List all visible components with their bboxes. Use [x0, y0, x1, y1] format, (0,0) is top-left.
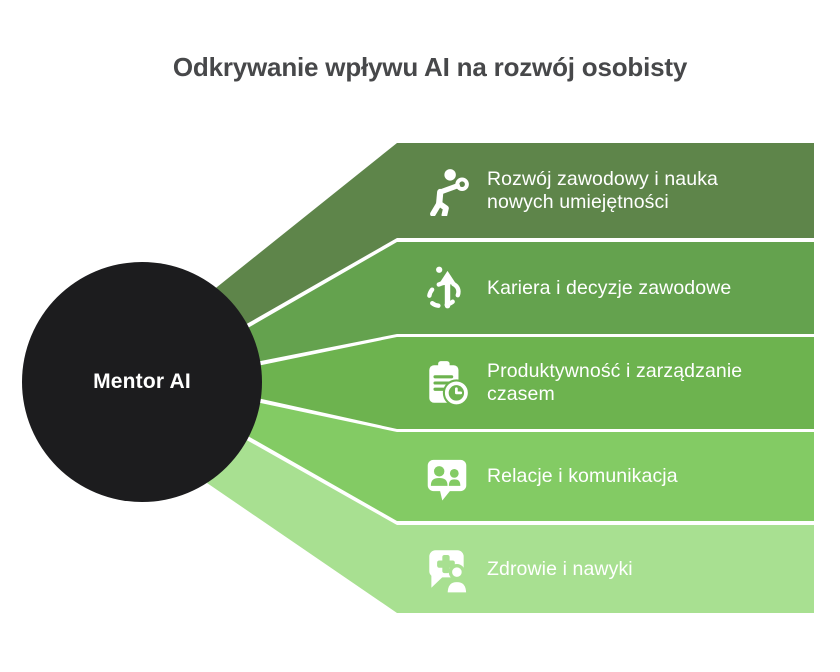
item-label: Relacje i komunikacja [487, 465, 678, 488]
people-chat-icon [427, 459, 467, 500]
item-row: Relacje i komunikacja [422, 432, 818, 521]
item-label-line: Kariera i decyzje zawodowe [487, 276, 732, 299]
item-label: Produktywność i zarządzanie czasem [487, 360, 742, 406]
item-shape-1 [214, 143, 815, 325]
item-label: Rozwój zawodowy i nauka nowych umiejętno… [487, 168, 718, 214]
item-row: Kariera i decyzje zawodowe [422, 242, 818, 334]
item-row: Rozwój zawodowy i nauka nowych umiejętno… [422, 143, 818, 238]
item-label-line: Rozwój zawodowy i nauka [487, 167, 718, 190]
item-label-line: Relacje i komunikacja [487, 465, 678, 487]
item-label: Kariera i decyzje zawodowe [487, 277, 731, 300]
item-shape-3 [258, 337, 814, 429]
center-label: Mentor AI [93, 370, 191, 393]
route-arrow-icon [427, 266, 461, 309]
item-row: Produktywność i zarządzanie czasem [422, 337, 818, 429]
item-shape-2 [247, 242, 815, 362]
item-label-line: Zdrowie i nawyki [487, 557, 633, 580]
item-label-line: czasem [487, 383, 555, 405]
center-circle [22, 262, 262, 502]
item-label-line: Produktywność i zarządzanie [487, 360, 743, 382]
running-person-icon [430, 168, 469, 216]
item-shape-5 [207, 439, 814, 613]
item-shape-4 [247, 402, 815, 521]
item-row: Zdrowie i nawyki [422, 525, 818, 613]
health-person-icon [429, 550, 470, 594]
item-label: Zdrowie i nawyki [487, 558, 633, 581]
clipboard-clock-icon [429, 361, 470, 407]
page-title: Odkrywanie wpływu AI na rozwój osobisty [172, 52, 688, 82]
item-label-line: nowych umiejętności [487, 190, 669, 213]
